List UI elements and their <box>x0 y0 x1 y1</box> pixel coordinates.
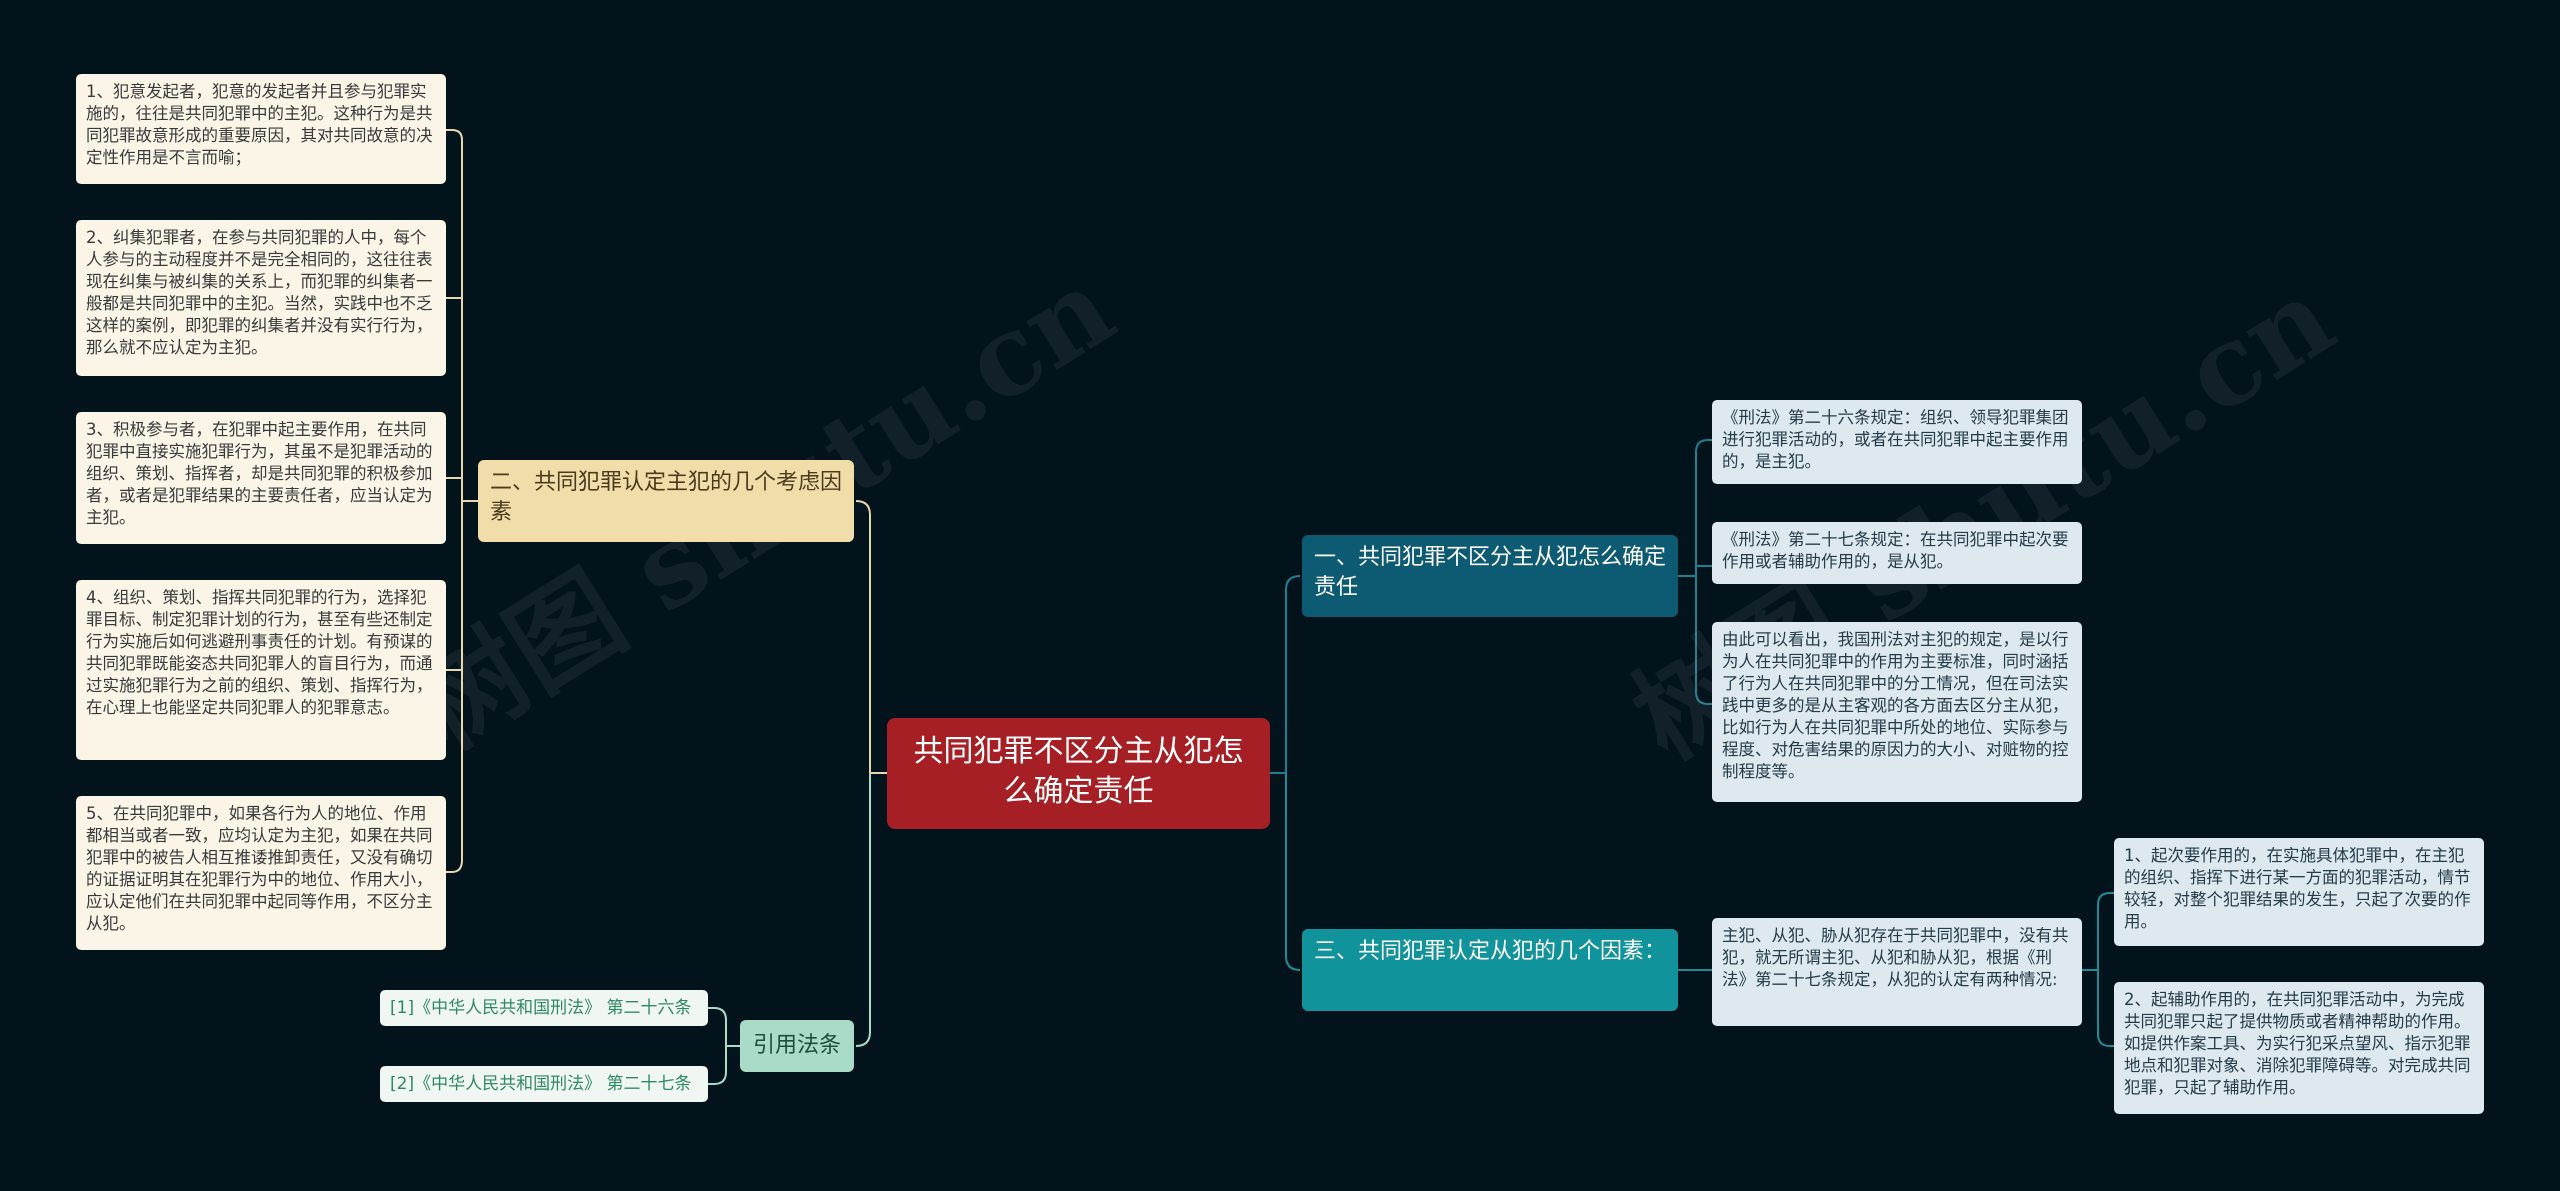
leaf-accessory-secondary-role[interactable]: 1、起次要作用的，在实施具体犯罪中，在主犯的组织、指挥下进行某一方面的犯罪活动，… <box>2114 838 2484 946</box>
branch-principal-factors[interactable]: 二、共同犯罪认定主犯的几个考虑因素 <box>478 460 854 542</box>
leaf-law-article-26[interactable]: [1]《中华人民共和国刑法》 第二十六条 <box>380 990 708 1026</box>
branch-liability-determination[interactable]: 一、共同犯罪不区分主从犯怎么确定责任 <box>1302 535 1678 617</box>
leaf-principal-standard-analysis[interactable]: 由此可以看出，我国刑法对主犯的规定，是以行为人在共同犯罪中的作用为主要标准，同时… <box>1712 622 2082 802</box>
leaf-criminal-law-article-26[interactable]: 《刑法》第二十六条规定：组织、领导犯罪集团进行犯罪活动的，或者在共同犯罪中起主要… <box>1712 400 2082 484</box>
branch-cited-law[interactable]: 引用法条 <box>740 1020 854 1072</box>
link-root-right1 <box>1270 575 1301 774</box>
leaf-principal-factor-5[interactable]: 5、在共同犯罪中，如果各行为人的地位、作用都相当或者一致，应均认定为主犯，如果在… <box>76 796 446 950</box>
leaf-principal-factor-2[interactable]: 2、纠集犯罪者，在参与共同犯罪的人中，每个人参与的主动程度并不是完全相同的，这往… <box>76 220 446 376</box>
link-root-law <box>855 773 871 1047</box>
leaf-principal-factor-1[interactable]: 1、犯意发起者，犯意的发起者并且参与犯罪实施的，往往是共同犯罪中的主犯。这种行为… <box>76 74 446 184</box>
leaf-accessory-overview[interactable]: 主犯、从犯、胁从犯存在于共同犯罪中，没有共犯，就无所谓主犯、从犯和胁从犯，根据《… <box>1712 918 2082 1026</box>
leaf-principal-factor-3[interactable]: 3、积极参与者，在犯罪中起主要作用，在共同犯罪中直接实施犯罪行为，其虽不是犯罪活… <box>76 412 446 544</box>
leaf-criminal-law-article-27[interactable]: 《刑法》第二十七条规定：在共同犯罪中起次要作用或者辅助作用的，是从犯。 <box>1712 522 2082 584</box>
leaf-accessory-auxiliary-role[interactable]: 2、起辅助作用的，在共同犯罪活动中，为完成共同犯罪只起了提供物质或者精神帮助的作… <box>2114 982 2484 1114</box>
root-topic[interactable]: 共同犯罪不区分主从犯怎么确定责任 <box>887 718 1270 829</box>
leaf-principal-factor-4[interactable]: 4、组织、策划、指挥共同犯罪的行为，选择犯罪目标、制定犯罪计划的行为，甚至有些还… <box>76 580 446 760</box>
link-right1-leaves <box>1678 439 1712 705</box>
leaf-law-article-27[interactable]: [2]《中华人民共和国刑法》 第二十七条 <box>380 1066 708 1102</box>
link-left-leaf-1 <box>446 129 463 141</box>
link-law-leaves <box>708 1007 740 1085</box>
link-left-leaves <box>461 140 478 860</box>
link-root-right3 <box>1285 773 1301 971</box>
link-middle-leaves <box>2082 892 2114 1047</box>
link-root-left <box>855 500 887 774</box>
branch-accessory-factors[interactable]: 三、共同犯罪认定从犯的几个因素： <box>1302 929 1678 1011</box>
link-left-leaf-5 <box>446 859 463 873</box>
